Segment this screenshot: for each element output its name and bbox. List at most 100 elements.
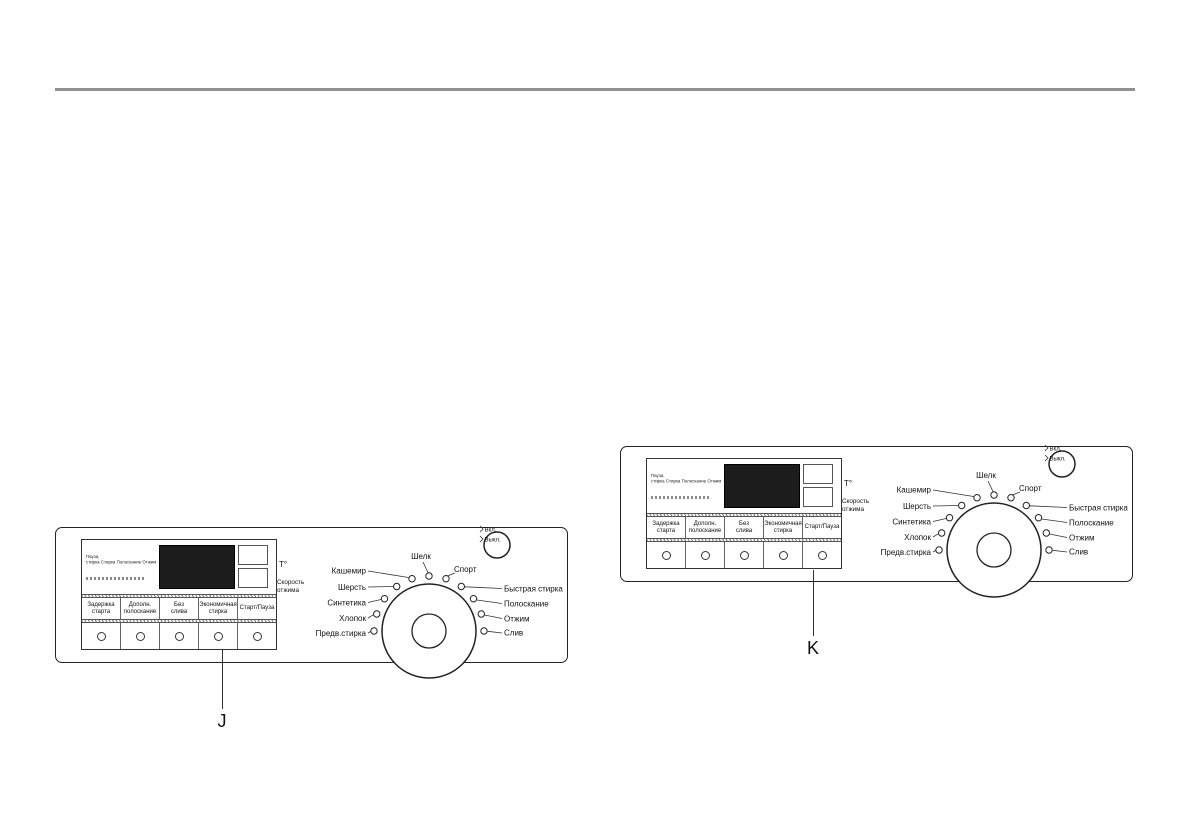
led-quick-wash: [1022, 501, 1031, 510]
display-side-windows: [238, 545, 268, 592]
program-label-quick-wash: Быстрая стирка: [1069, 504, 1128, 513]
header-rule: [55, 88, 1135, 91]
led-sport: [1007, 494, 1015, 502]
display-micro-indicators: [86, 577, 144, 580]
spin-speed-label-2: отжима: [277, 587, 300, 594]
program-label-synthetics: Синтетика: [892, 518, 931, 527]
program-label-synthetics: Синтетика: [327, 599, 366, 608]
button-label-start-pause: Старт/Пауза: [238, 598, 276, 619]
program-label-silk: Шелк: [411, 552, 431, 561]
hatch-divider: [82, 594, 276, 598]
program-dial-area: T° Скорость отжима Кашемир Шерсть Синтет…: [842, 444, 1128, 598]
extra-rinse-button[interactable]: [686, 542, 725, 568]
label-line: стирка: [208, 608, 228, 615]
power-off-label: Выкл.: [485, 538, 502, 544]
led-wool: [958, 501, 966, 510]
start-pause-button[interactable]: [238, 623, 276, 649]
program-label-quick-wash: Быстрая стирка: [504, 585, 563, 594]
delay-start-button[interactable]: [647, 542, 686, 568]
display-window: [803, 487, 833, 507]
label-line: Задержка: [652, 520, 680, 527]
program-leds: [370, 572, 488, 635]
spin-speed-label-1: Скорость: [277, 579, 305, 586]
button-label-start-pause: Старт/Пауза: [803, 517, 841, 538]
no-drain-button[interactable]: [160, 623, 199, 649]
button-label-extra-rinse: Дополн. полоскание: [686, 517, 725, 538]
led-silk: [990, 491, 998, 499]
led-spin: [1042, 529, 1051, 537]
label-line: Экономичная: [199, 601, 237, 608]
program-label-drain: Слив: [1069, 548, 1088, 557]
display-top: Пауза, стирка Стирка Полоскание Отжим: [647, 459, 841, 513]
temp-label: T°: [279, 560, 287, 569]
led-synthetics: [945, 514, 954, 522]
display-status: Пауза, стирка Стирка Полоскание Отжим: [86, 543, 156, 592]
button-circle-icon: [778, 550, 788, 560]
control-panel-k: Пауза, стирка Стирка Полоскание Отжим За: [620, 444, 1133, 658]
led-sport: [442, 575, 450, 583]
led-synthetics: [380, 595, 389, 603]
power-button[interactable]: [1048, 450, 1076, 478]
button-circle-icon: [739, 550, 749, 560]
extra-rinse-button[interactable]: [121, 623, 160, 649]
status-line-2: стирка Стирка Полоскание Отжим: [86, 559, 156, 565]
led-cotton: [938, 529, 946, 537]
no-drain-button[interactable]: [725, 542, 764, 568]
button-label-no-drain: Без слива: [725, 517, 764, 538]
program-label-cashmere: Кашемир: [897, 486, 932, 495]
eco-wash-button[interactable]: [764, 542, 803, 568]
display-micro-indicators: [651, 496, 709, 499]
callout-letter-j: J: [217, 711, 227, 731]
callout-line-k: [813, 570, 814, 636]
label-line: полоскание: [123, 608, 157, 615]
start-pause-button[interactable]: [803, 542, 841, 568]
button-label-eco-wash: Экономичная стирка: [199, 598, 238, 619]
program-label-cotton: Хлопок: [904, 533, 931, 542]
label-line: слива: [735, 527, 753, 534]
button-label-row: Задержка старта Дополн. полоскание Без с…: [82, 598, 276, 619]
program-label-sport: Спорт: [1019, 484, 1042, 493]
program-label-cashmere: Кашемир: [332, 567, 367, 576]
power-button[interactable]: [483, 531, 511, 559]
program-label-wool: Шерсть: [338, 583, 366, 592]
program-label-wool: Шерсть: [903, 502, 931, 511]
led-rinse: [1034, 514, 1043, 522]
status-line-1: Пауза,: [651, 473, 665, 478]
program-dial-knob[interactable]: [976, 532, 1012, 568]
display-status: Пауза, стирка Стирка Полоскание Отжим: [651, 462, 721, 511]
power-off-label: Выкл.: [1050, 457, 1067, 463]
eco-wash-button[interactable]: [199, 623, 238, 649]
hatch-divider: [82, 619, 276, 623]
lcd-screen: [724, 464, 800, 508]
spin-speed-label-1: Скорость: [842, 498, 870, 505]
program-label-cotton: Хлопок: [339, 614, 366, 623]
power-on-label: Вкл.: [485, 528, 497, 534]
power-label-marks: [479, 525, 484, 543]
program-dial-knob[interactable]: [411, 613, 447, 649]
program-label-drain: Слив: [504, 629, 523, 638]
button-row: [647, 542, 841, 568]
led-spin: [477, 610, 486, 618]
led-cashmere: [408, 575, 416, 583]
program-label-sport: Спорт: [454, 565, 477, 574]
spin-speed-label-2: отжима: [842, 506, 865, 513]
led-quick-wash: [457, 582, 466, 591]
leader-lines: [367, 561, 503, 634]
program-label-silk: Шелк: [976, 471, 996, 480]
label-line: Экономичная: [764, 520, 802, 527]
lcd-screen: [159, 545, 235, 589]
hatch-divider: [647, 538, 841, 542]
button-label-no-drain: Без слива: [160, 598, 199, 619]
button-circle-icon: [174, 631, 184, 641]
display-window: [238, 545, 268, 565]
led-cashmere: [973, 494, 981, 502]
display-side-windows: [803, 464, 833, 511]
button-label-eco-wash: Экономичная стирка: [764, 517, 803, 538]
label-line: слива: [170, 608, 188, 615]
display-window: [803, 464, 833, 484]
program-leds: [935, 491, 1053, 554]
temp-label: T°: [844, 479, 852, 488]
label-line: полоскание: [688, 527, 722, 534]
delay-start-button[interactable]: [82, 623, 121, 649]
